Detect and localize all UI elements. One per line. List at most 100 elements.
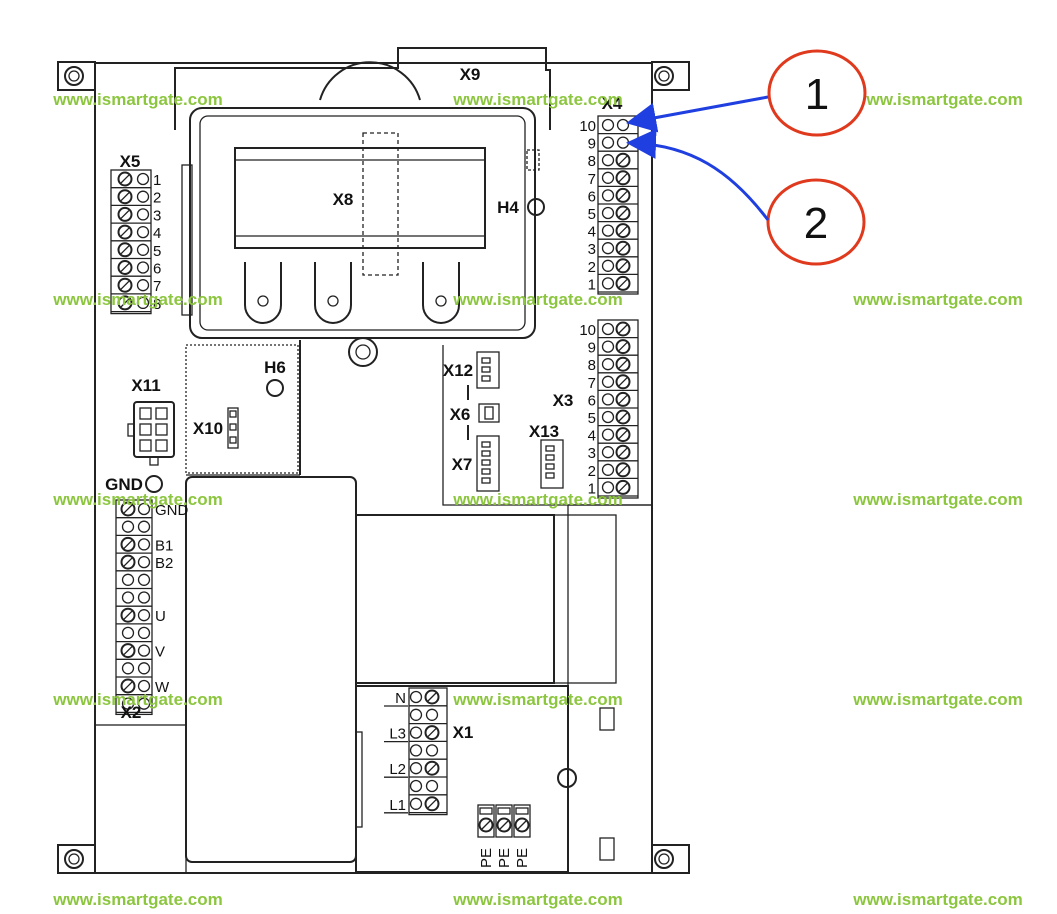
screw-terminal	[615, 391, 631, 407]
wire-entry	[601, 189, 615, 202]
x9-label: X9	[460, 65, 481, 84]
wire-entry	[601, 446, 615, 459]
wire-entry	[121, 626, 135, 640]
wire-entry	[601, 393, 615, 406]
x7-connector	[476, 435, 500, 492]
pe-terminal-label: PE	[478, 848, 495, 868]
x7-label: X7	[452, 455, 473, 474]
screw-terminal	[615, 462, 631, 478]
x2-terminal-label: V	[155, 644, 165, 661]
x2-terminal-label: U	[155, 608, 166, 625]
callout-1-number: 1	[805, 70, 829, 119]
wire-entry	[137, 502, 151, 516]
x1-label: X1	[453, 723, 474, 742]
screw-terminal	[117, 206, 133, 222]
x2-terminal-label: GND	[155, 502, 189, 519]
watermark-text: www.ismartgate.com	[852, 90, 1022, 109]
wire-entry	[409, 762, 423, 775]
x5-terminal-label: 2	[153, 190, 161, 207]
watermark-layer: www.ismartgate.com www.ismartgate.com www.…	[52, 90, 1022, 909]
screw-terminal	[478, 817, 494, 833]
x9-connector	[174, 47, 551, 130]
x3-terminal-label: 10	[579, 322, 596, 339]
wire-entry	[136, 225, 150, 239]
screw-terminal	[615, 427, 631, 443]
wire-entry	[601, 277, 615, 290]
screw-terminal	[117, 171, 133, 187]
screw-terminal	[120, 678, 136, 694]
screw-terminal	[615, 339, 631, 355]
x2-terminal-label: B2	[155, 555, 173, 572]
callout-1-arrow	[626, 95, 769, 133]
x4-terminal-label: 3	[588, 241, 596, 258]
wire-entry	[601, 463, 615, 476]
screw-terminal	[615, 240, 631, 256]
wire-entry	[409, 726, 423, 739]
x5-terminal-label: 4	[153, 225, 161, 242]
wire-entry	[425, 708, 439, 721]
x1-terminal-label: L1	[389, 797, 406, 814]
screw-terminal	[117, 277, 133, 293]
x3-label: X3	[553, 391, 574, 410]
x4-terminal-label: 9	[588, 136, 596, 153]
wire-entry	[136, 190, 150, 203]
screw-terminal	[117, 295, 133, 311]
x3-terminal-label: 8	[588, 357, 596, 374]
x4-terminal-label: 10	[579, 118, 596, 135]
wire-entry	[601, 136, 615, 149]
wire-entry	[616, 118, 630, 132]
callout-2: 2	[626, 128, 866, 266]
gnd-point	[145, 475, 163, 493]
watermark-text: www.ismartgate.com	[52, 690, 222, 709]
x5-terminal-label: 7	[153, 278, 161, 295]
wire-entry	[136, 261, 150, 274]
x1-terminal-label: L2	[389, 761, 406, 778]
x5-terminal-label: 8	[153, 296, 161, 313]
x6-connector	[478, 403, 500, 423]
watermark-text: www.ismartgate.com	[852, 490, 1022, 509]
x4-terminal-label: 7	[588, 171, 596, 188]
wire-entry	[137, 697, 151, 710]
screw-terminal	[615, 223, 631, 239]
wire-entry	[601, 259, 615, 272]
h6-label: H6	[264, 358, 286, 377]
x2-label: X2	[121, 703, 142, 722]
wire-entry	[601, 340, 615, 353]
wire-entry	[409, 744, 423, 757]
x12-label: X12	[443, 361, 473, 380]
screw-terminal	[117, 242, 133, 258]
watermark-text: www.ismartgate.com	[852, 690, 1022, 709]
screw-terminal	[117, 224, 133, 240]
screw-terminal	[496, 817, 512, 833]
x4-terminal-label: 5	[588, 206, 596, 223]
wire-entry	[121, 697, 135, 710]
watermark-text: www.ismartgate.com	[52, 490, 222, 509]
wire-entry	[601, 481, 615, 494]
screw-terminal	[120, 501, 136, 517]
watermark-text: www.ismartgate.com	[452, 90, 622, 109]
wire-entry	[601, 375, 615, 388]
h4-label: H4	[497, 198, 519, 217]
wire-entry	[409, 708, 423, 721]
x5-terminal-label: 6	[153, 261, 161, 278]
screw-terminal	[615, 152, 631, 168]
pe-terminal-label: PE	[496, 848, 513, 868]
wire-entry	[601, 242, 615, 255]
wire-entry	[137, 679, 151, 693]
screw-terminal	[424, 796, 440, 812]
h4-led	[527, 198, 545, 216]
x3-terminal-label: 9	[588, 340, 596, 357]
x11-label: X11	[131, 376, 160, 395]
screw-terminal	[424, 689, 440, 705]
wire-entry	[601, 154, 615, 167]
watermark-text: www.ismartgate.com	[52, 90, 222, 109]
x1-terminal-label: L3	[389, 726, 406, 743]
x3-terminal-label: 7	[588, 375, 596, 392]
wire-entry	[601, 224, 615, 237]
gnd-label: GND	[105, 475, 143, 494]
x1-terminal-label: N	[395, 690, 406, 707]
